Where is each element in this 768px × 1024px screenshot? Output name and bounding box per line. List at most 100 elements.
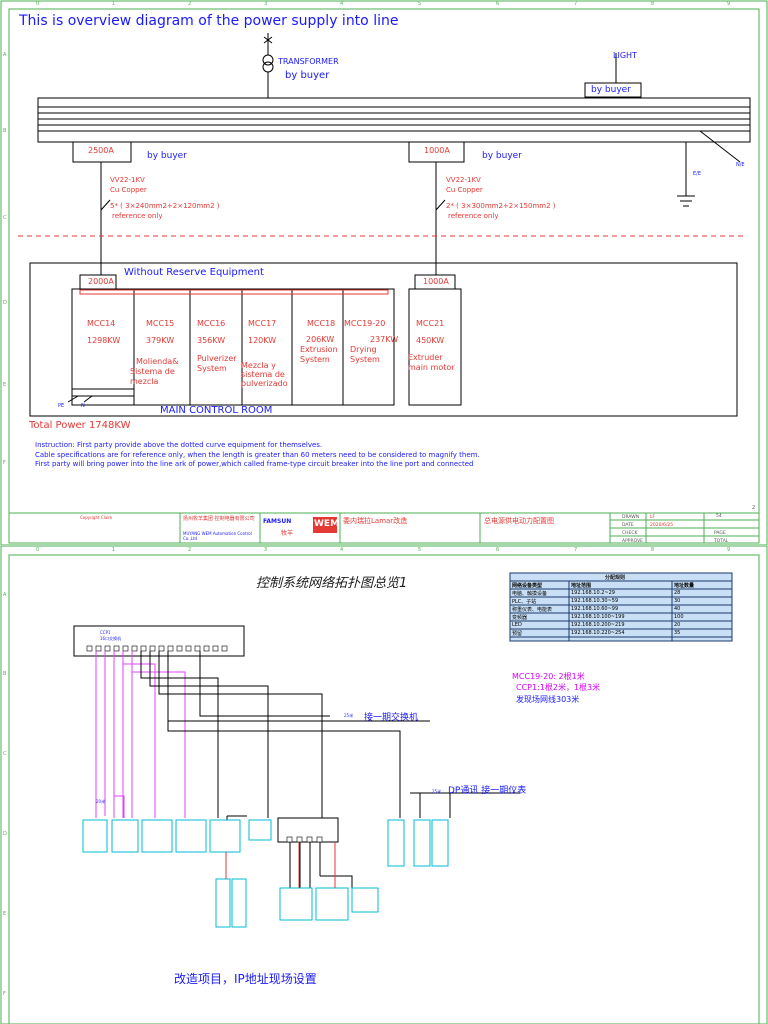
cable-left-type: VV22-1KV [110,176,145,184]
total-label: TOTAL [714,539,729,544]
ip-row-count: 20 [674,622,681,628]
ip-row-range: 192.168.10.200~219 [571,622,625,628]
company-name-en: MUYANG WEM Automation Control Co.,Ltd [183,531,252,541]
ip-row-range: 192.168.10.220~254 [571,630,625,636]
grid-col-2: 2 [188,1,192,7]
drawing-name: 总电源供电动力配置图 [484,517,554,525]
n-label: N [81,403,85,409]
mcc14-description: Molienda& Sistema de mezcla [130,357,178,387]
grid-col-0: 0 [36,547,40,553]
mcc-power: 356KW [197,336,226,345]
mcc-desc-line: sistema de [241,370,285,379]
mcc-desc-line: pulverizado [241,379,288,388]
mcc-name: MCC15 [146,319,175,328]
switch-desc: 16口交换机 [100,636,122,641]
ip-table-caption: 分配规则 [605,575,626,581]
ip-row-count: 28 [674,590,681,596]
grid-col-3: 3 [264,1,268,7]
instructions: Instruction: First party provide above t… [35,441,480,470]
grid-col-1: 1 [112,547,116,553]
mcc-desc-line: Extruder [408,353,443,362]
grid-row-e: E [3,911,7,917]
row-check: CHECK [622,531,638,536]
note-mcc19-20: MCC19-20: 2根1米 [512,672,585,681]
titleblock-values: LF 2020/6/25 [650,514,673,530]
topology-title: 控制系统网络拓扑图总览1 [256,576,408,591]
grid-col-2: 2 [188,547,192,553]
grid-col-6: 6 [496,547,500,553]
mcc-desc-line: Sistema de [130,367,175,376]
mcc19-20-cabinet: MCC19-20 [344,319,385,329]
mcc-desc-line: Drying [350,345,377,354]
mcc-desc-line: System [350,355,380,364]
mcc21-description: Extruder main motor [408,353,455,373]
mcc-name: MCC16 [197,319,226,328]
grid-row-e: E [3,382,7,388]
ip-row-count: 40 [674,606,681,612]
ip-row-range: 192.168.10.100~199 [571,614,625,620]
grid-row-c: C [3,751,7,757]
transformer-label: TRANSFORMER [278,57,339,66]
mcc-desc-line: Molienda& [136,357,179,366]
mcc14-cabinet: MCC14 1298KW [87,319,120,346]
mcc17-description: Mezcla y sistema de pulverizado [241,361,288,388]
note-ccp1: CCP1:1根2米，1根3米 [516,683,601,692]
ip-row-count: 35 [674,630,681,636]
total-power: Total Power 1748KW [29,420,131,431]
incoming-breaker-2000a: 2000A [88,277,114,286]
project-name: 委内瑞拉Lamar改造 [343,517,408,525]
mcc-desc-line: mezcla [130,377,159,386]
mcc-name: MCC21 [416,319,445,328]
main-control-room-label: MAIN CONTROL ROOM [160,405,273,416]
famsun-cn-logo: 牧羊 [281,530,294,537]
mcc-power: 120KW [248,336,277,345]
ne-label: N/E [736,162,745,168]
wem-logo: WEM [314,519,340,529]
mcc-power: 1298KW [87,336,121,345]
mcc18-detail: 206KW Extrusion System [300,335,338,365]
ip-row-type: 电脑、触摸设备 [512,591,548,597]
mcc17-cabinet: MCC17 120KW [248,319,276,346]
date-value: 2020/6/25 [650,523,674,528]
ip-header-type: 网络设备类型 [512,583,543,589]
copyright-title: Copyright Claim [80,515,113,520]
row-date: DATE [622,523,634,528]
mcc-name: MCC17 [248,319,277,328]
cable-left-note: reference only [112,212,163,220]
mcc-desc-line: System [197,364,227,373]
mcc15-cabinet: MCC15 379KW [146,319,174,346]
grid-col-4: 4 [340,1,344,7]
pe-label: PE [58,403,65,409]
final-note: 改造项目，IP地址现场设置 [174,972,317,986]
ip-header-count: 地址数量 [674,583,695,589]
note-field-cable: 发现场网线303米 [516,695,580,704]
row-drawn: DRAWN [622,515,640,520]
ip-row-type: 预留 [512,631,523,637]
ip-header-range: 地址范围 [571,583,592,589]
instruction-line: Cable specifications are for reference o… [35,450,480,459]
drawn-value: LF [650,515,656,520]
phase1-switch-label: 接一期交换机 [364,713,419,723]
page-marker: 2 [752,505,756,511]
grid-col-0: 0 [36,1,40,7]
mcc-power: 450KW [416,336,445,345]
grid-col-4: 4 [340,547,344,553]
grid-col-9: 9 [727,547,731,553]
cable-right-material: Cu Copper [446,186,483,194]
cable-right-note: reference only [448,212,499,220]
grid-col-3: 3 [264,547,268,553]
mcc-desc-line: System [300,355,330,364]
ccp1-switch: CCP1 16口交换机 [100,630,121,642]
cable-right-spec: VV22-1KV Cu Copper 2* ( 3×300mm2+2×150mm… [446,175,556,221]
diagram-title: This is overview diagram of the power su… [19,13,399,29]
mcc-power: 379KW [146,336,175,345]
grid-col-6: 6 [496,1,500,7]
mcc-desc-line: main motor [408,363,455,372]
famsun-logo: FAMSUN [263,518,292,525]
ip-row-range: 192.168.10.60~99 [571,606,619,612]
network-topology-sheet: 0 1 2 3 4 5 6 7 8 9 A B C D E F 控制系统网络拓扑… [0,546,768,1024]
row-approve: APPROVE [622,539,644,544]
instruction-line: First party will bring power into the li… [35,460,474,468]
breaker-1000a: 1000A [424,146,450,155]
ee-label: E/E [693,171,702,177]
